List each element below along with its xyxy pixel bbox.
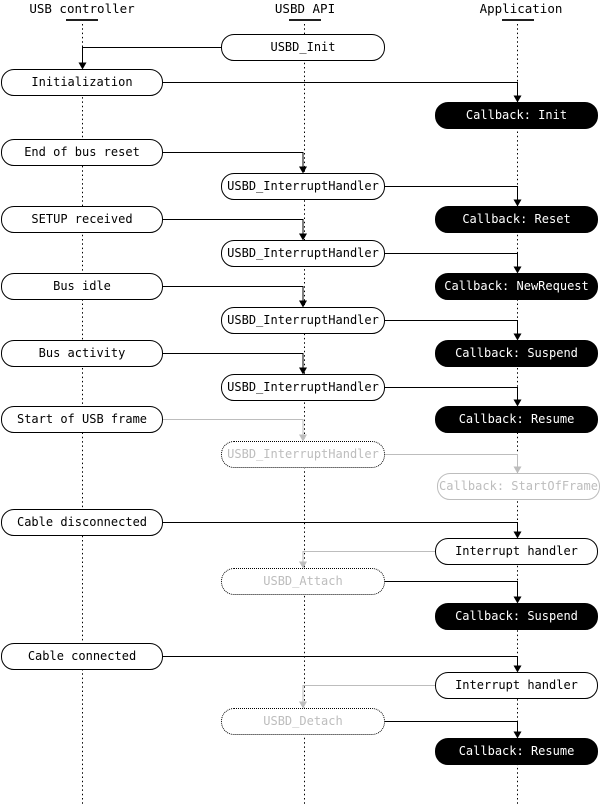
connector-initialization-to-callback-init [163,82,518,96]
arrowhead-interrupthandler-2 [299,233,307,241]
arrowhead-callback-reset [513,199,522,207]
connector-bus-activity-to-interrupthandler [163,353,304,368]
connector-usbd-detach-to-callback-resume [385,721,518,732]
node-usbd-init: USBD_Init [221,34,385,61]
node-setup-received: SETUP received [1,206,163,233]
node-callback-newrequest: Callback: NewRequest [435,273,598,300]
connector-interrupthandler-to-callback-reset [385,186,518,200]
node-initialization: Initialization [1,69,163,96]
arrowhead-callback-init [513,95,522,103]
arrowhead-interrupt-handler-2 [513,665,522,673]
arrowhead-callback-resume-2 [513,731,522,739]
node-callback-startofframe: Callback: StartOfFrame [437,473,600,500]
connector-interrupthandler-to-callback-suspend [385,320,518,334]
arrowhead-interrupt-handler-1 [513,531,522,539]
connector-interrupthandler-to-callback-resume [385,387,518,400]
solid-arrowheads [78,62,522,739]
lane-header-usbd-api: USBD API [274,1,336,16]
connector-setup-received-to-interrupthandler [163,219,304,234]
node-callback-suspend-1: Callback: Suspend [435,340,598,367]
arrowhead-interrupthandler-1 [299,166,307,174]
arrowhead-callback-resume-1 [513,399,522,407]
connector-interrupt-handler-to-usbd-detach [302,685,436,702]
node-callback-suspend-2: Callback: Suspend [435,603,598,630]
node-interrupt-handler-1: Interrupt handler [435,538,598,565]
connector-interrupt-handler-to-usbd-attach [302,551,436,562]
node-callback-resume-2: Callback: Resume [435,738,598,765]
node-usbd-interrupthandler-1: USBD_InterruptHandler [221,173,385,200]
node-bus-activity: Bus activity [1,340,163,367]
arrowhead-interrupthandler-3 [299,300,307,308]
ghost-arrowheads [299,434,522,709]
connector-bus-idle-to-interrupthandler [163,286,304,301]
node-callback-reset: Callback: Reset [435,206,598,233]
node-bus-idle: Bus idle [1,273,163,300]
node-interrupt-handler-2: Interrupt handler [435,672,598,699]
node-end-of-bus-reset: End of bus reset [1,139,163,166]
node-usbd-interrupthandler-4: USBD_InterruptHandler [221,374,385,401]
connector-usbd-init-to-initialization [82,47,221,63]
node-usbd-detach: USBD_Detach [221,708,385,735]
node-callback-init: Callback: Init [435,102,598,129]
node-cable-disconnected: Cable disconnected [1,509,163,536]
node-usbd-attach: USBD_Attach [221,568,385,595]
arrowhead-interrupthandler-4 [299,367,307,375]
lane-header-application: Application [479,1,563,16]
connector-start-of-usb-frame-to-ghost-interrupthandler [163,419,304,435]
arrowhead-ghost-interrupthandler [299,434,307,442]
node-callback-resume-1: Callback: Resume [435,406,598,433]
arrowhead-callback-suspend-1 [513,333,522,341]
node-usbd-interrupthandler-3: USBD_InterruptHandler [221,307,385,334]
connector-ghost-interrupthandler-to-callback-startofframe [385,454,518,467]
node-usbd-interrupthandler-2: USBD_InterruptHandler [221,240,385,267]
connector-cable-disconnected-to-interrupt-handler [163,522,518,532]
lane-header-usb-controller: USB controller [29,1,135,16]
node-start-of-usb-frame: Start of USB frame [1,406,163,433]
ghost-connectors [163,419,518,702]
arrowhead-usbd-detach [299,701,307,709]
node-cable-connected: Cable connected [1,643,163,670]
solid-connectors [82,47,518,732]
arrowhead-callback-suspend-2 [513,596,522,604]
connector-end-of-bus-reset-to-interrupthandler [163,152,304,167]
arrowhead-initialization [78,62,87,70]
node-usbd-interrupthandler-optional: USBD_InterruptHandler [221,441,385,468]
connector-usbd-attach-to-callback-suspend [385,581,518,597]
arrowhead-usbd-attach [299,561,307,569]
connector-cable-connected-to-interrupt-handler [163,656,518,666]
connector-interrupthandler-to-callback-newrequest [385,253,518,267]
arrowhead-callback-newrequest [513,266,522,274]
arrowhead-callback-startofframe [513,466,522,474]
